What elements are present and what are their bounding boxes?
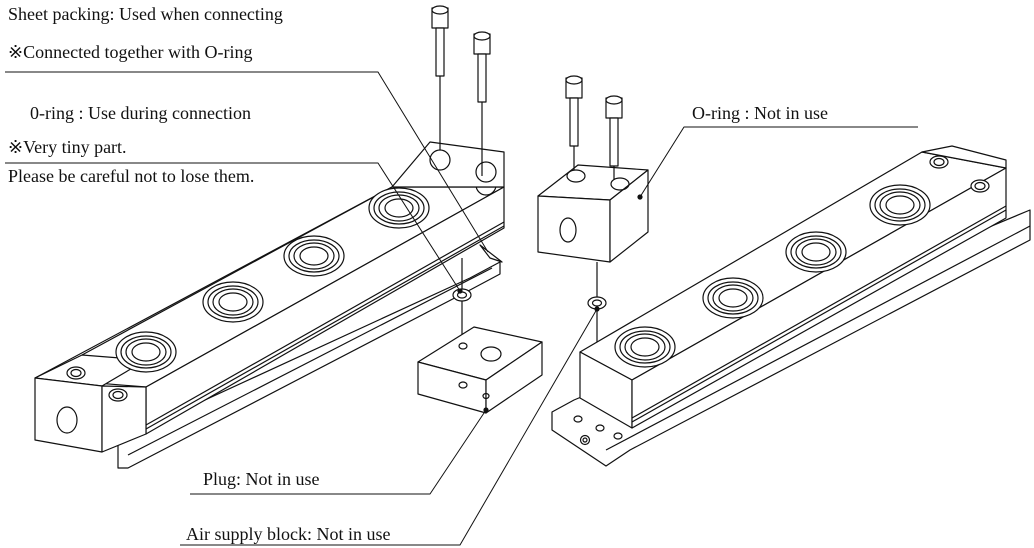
left-end-block-front (101, 385, 147, 453)
left-rail-assembly (34, 141, 505, 469)
label-oring-warning: Please be careful not to lose them. (8, 166, 255, 186)
label-air-supply-block: Air supply block: Not in use (186, 524, 391, 544)
leader-plug (190, 409, 487, 495)
right-end-bolt-2 (970, 179, 990, 193)
label-sheet-packing-note: ※Connected together with O-ring (8, 42, 253, 62)
label-sheet-packing: Sheet packing: Used when connecting (8, 4, 283, 24)
left-pad-3 (283, 235, 345, 277)
left-end-block-side (34, 377, 103, 453)
right-pad-3 (785, 231, 847, 273)
right-pad-1 (614, 326, 676, 368)
leader-oring-not-in-use (639, 126, 918, 198)
air-supply-block (537, 164, 649, 263)
label-oring-note: ※Very tiny part. (8, 137, 127, 157)
left-end-port (56, 406, 78, 434)
left-pad-2 (202, 281, 264, 323)
left-end-joint (81, 186, 393, 356)
leader-air-supply (180, 308, 598, 546)
left-oring (452, 288, 472, 302)
right-end-block (921, 145, 1007, 169)
sheet-packing-part (479, 244, 503, 263)
leader-sheet-packing (5, 71, 489, 253)
right-bolt-2 (605, 95, 623, 180)
right-rail-assembly (551, 145, 1031, 467)
right-pad-2 (702, 277, 764, 319)
right-base-screw (579, 434, 591, 446)
right-pad-4 (869, 184, 931, 226)
leader-oring-use (5, 162, 461, 292)
right-bolt-1 (565, 75, 583, 170)
left-bolt-2 (473, 31, 491, 176)
left-pad-1 (115, 331, 177, 373)
plug-part (417, 326, 543, 414)
left-bolt-1 (431, 5, 449, 150)
left-end-bolt-1 (66, 366, 86, 380)
left-manifold-groove (145, 221, 505, 426)
right-end-bolt-1 (929, 155, 949, 169)
label-plug: Plug: Not in use (203, 469, 320, 489)
left-end-bolt-2 (108, 388, 128, 402)
left-manifold-groove-2 (145, 225, 505, 430)
right-manifold-side (631, 167, 1007, 429)
label-oring-use: 0-ring : Use during connection (30, 103, 251, 123)
left-pad-4 (368, 187, 430, 229)
left-base-rail-edge (127, 267, 493, 456)
leader-lines (5, 71, 918, 546)
label-oring-not-in-use: O-ring : Not in use (692, 103, 828, 123)
